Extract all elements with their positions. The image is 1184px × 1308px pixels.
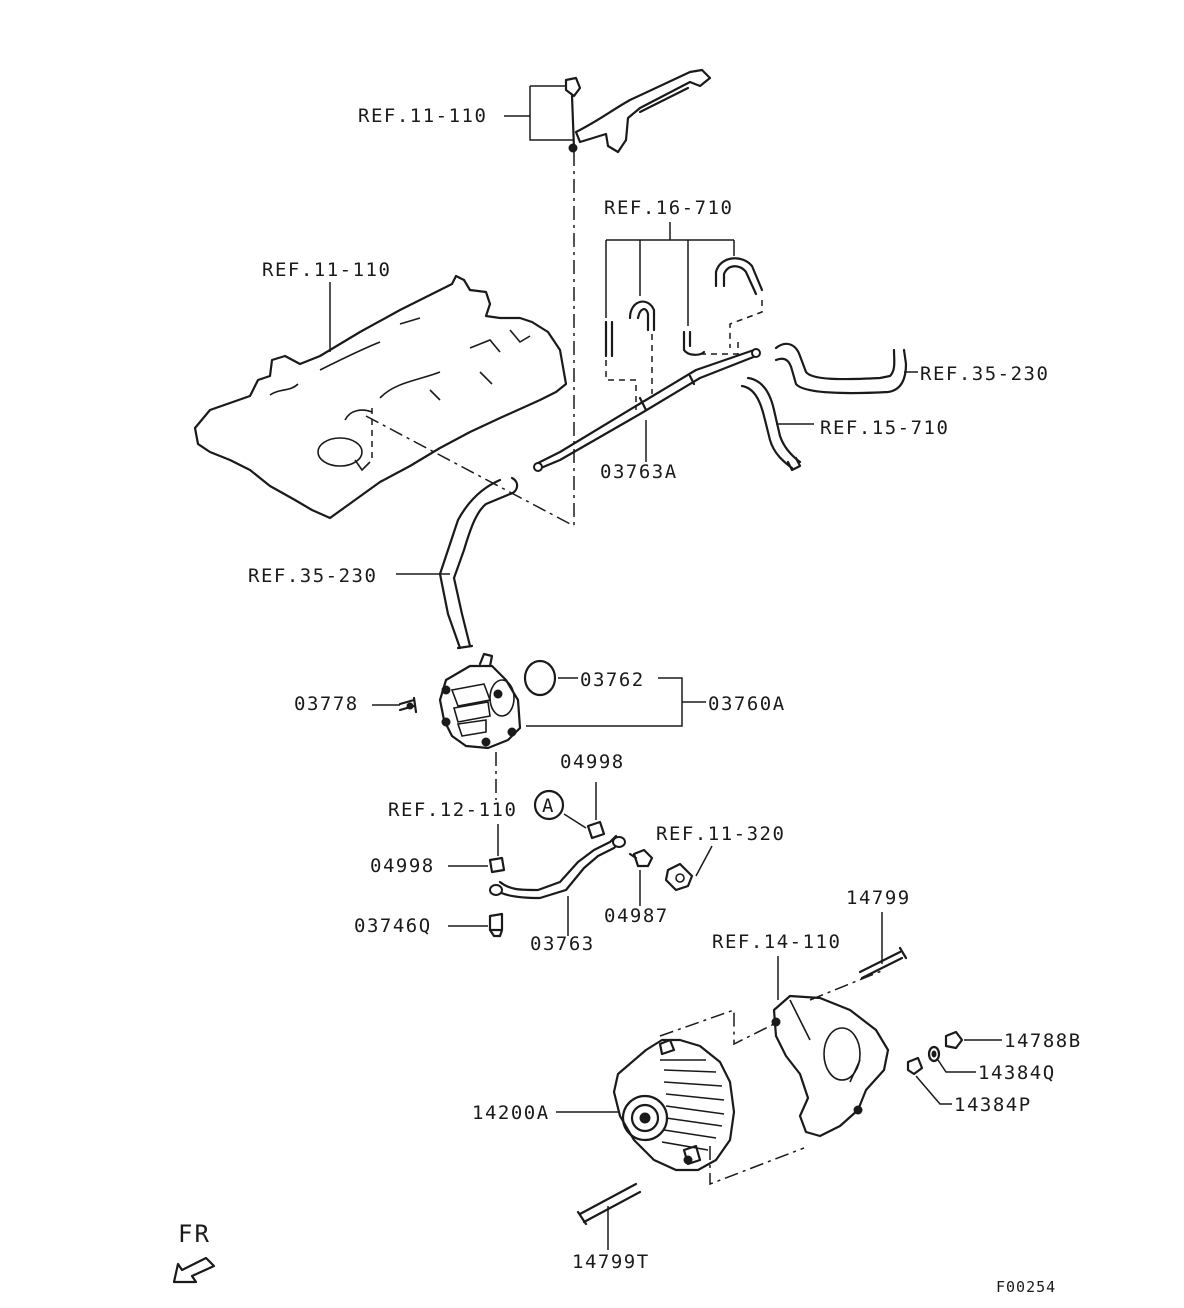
o-ring-03762-drawing — [523, 659, 557, 697]
vacuum-pump-drawing — [438, 652, 522, 750]
label-part-03762[interactable]: 03762 — [580, 669, 645, 691]
label-part-14200a[interactable]: 14200A — [472, 1102, 550, 1124]
vacuum-hoses-drawing — [604, 257, 764, 358]
label-part-03760a[interactable]: 03760A — [708, 693, 786, 715]
bolt-14799t-drawing — [576, 1182, 642, 1226]
nut-14384p-drawing — [906, 1056, 924, 1076]
label-part-14788b[interactable]: 14788B — [1004, 1030, 1082, 1052]
label-part-03778[interactable]: 03778 — [294, 693, 359, 715]
gasket-04998-left-drawing — [488, 856, 506, 874]
label-part-03746q[interactable]: 03746Q — [354, 915, 432, 937]
label-ref-16-710[interactable]: REF.16-710 — [604, 197, 733, 219]
left-hose-drawing — [438, 476, 519, 650]
label-part-14799[interactable]: 14799 — [846, 887, 911, 909]
nut-14788b-drawing — [944, 1030, 964, 1050]
cylinder-head-cover-drawing — [193, 274, 568, 520]
label-callout-a: A — [542, 795, 555, 817]
hose-15-710-drawing — [740, 376, 802, 472]
label-part-14384p[interactable]: 14384P — [954, 1094, 1032, 1116]
top-bracket-drawing — [564, 68, 712, 154]
label-ref-15-710[interactable]: REF.15-710 — [820, 417, 949, 439]
fitting-04987-drawing — [628, 848, 654, 868]
vacuum-pipe-03763a-drawing — [533, 348, 761, 472]
callout-a-circle — [533, 789, 565, 821]
alternator-bracket-drawing — [771, 994, 890, 1138]
washer-14384q-drawing — [927, 1045, 941, 1063]
label-part-04998-top[interactable]: 04998 — [560, 751, 625, 773]
label-ref-14-110[interactable]: REF.14-110 — [712, 931, 841, 953]
label-part-14384q[interactable]: 14384Q — [978, 1062, 1056, 1084]
label-figure-code: F00254 — [996, 1278, 1056, 1296]
right-hose-drawing — [774, 342, 908, 395]
label-ref-12-110[interactable]: REF.12-110 — [388, 799, 517, 821]
label-ref-11-320[interactable]: REF.11-320 — [656, 823, 785, 845]
label-part-03763[interactable]: 03763 — [530, 933, 595, 955]
fitting-11-320-drawing — [664, 862, 694, 892]
label-ref-11-110-cover[interactable]: REF.11-110 — [262, 259, 391, 281]
oil-pipe-03763-drawing — [489, 834, 626, 900]
front-direction-arrow — [172, 1256, 216, 1284]
label-part-14799t[interactable]: 14799T — [572, 1251, 650, 1273]
alternator-drawing — [612, 1038, 736, 1172]
bolt-14799-drawing — [858, 946, 908, 980]
label-ref-35-230-right[interactable]: REF.35-230 — [920, 363, 1049, 385]
label-part-03763a[interactable]: 03763A — [600, 461, 678, 483]
gasket-04998-top-drawing — [586, 820, 606, 840]
bolt-03778-drawing — [398, 696, 418, 714]
label-ref-35-230-left[interactable]: REF.35-230 — [248, 565, 377, 587]
label-ref-11-110-top[interactable]: REF.11-110 — [358, 105, 487, 127]
label-direction-fr: FR — [178, 1220, 211, 1248]
label-part-04987[interactable]: 04987 — [604, 905, 669, 927]
label-part-04998-left[interactable]: 04998 — [370, 855, 435, 877]
bolt-03746q-drawing — [488, 912, 504, 938]
